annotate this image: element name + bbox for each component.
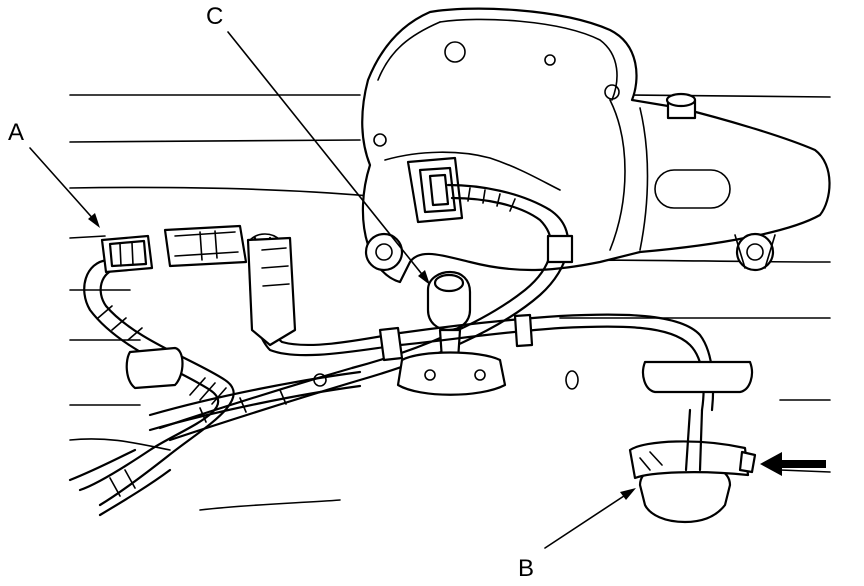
connector-a [100, 234, 154, 274]
push-direction-arrow-icon [760, 452, 826, 476]
motor-connector-socket [406, 156, 464, 224]
leader-lines [29, 31, 636, 549]
callout-label-c: C [206, 3, 223, 30]
main-harness-bundle [148, 370, 362, 432]
left-harness-bundle [68, 258, 235, 517]
clip-b [628, 408, 757, 524]
callout-label-a: A [8, 119, 24, 146]
washer-hose [158, 183, 574, 442]
callout-label-b: B [518, 555, 534, 582]
washer-nozzle-joint [396, 270, 507, 396]
connector-second [163, 224, 248, 268]
panel-features [125, 346, 754, 394]
wiper-motor [361, 7, 831, 284]
wire-harness [246, 233, 715, 412]
